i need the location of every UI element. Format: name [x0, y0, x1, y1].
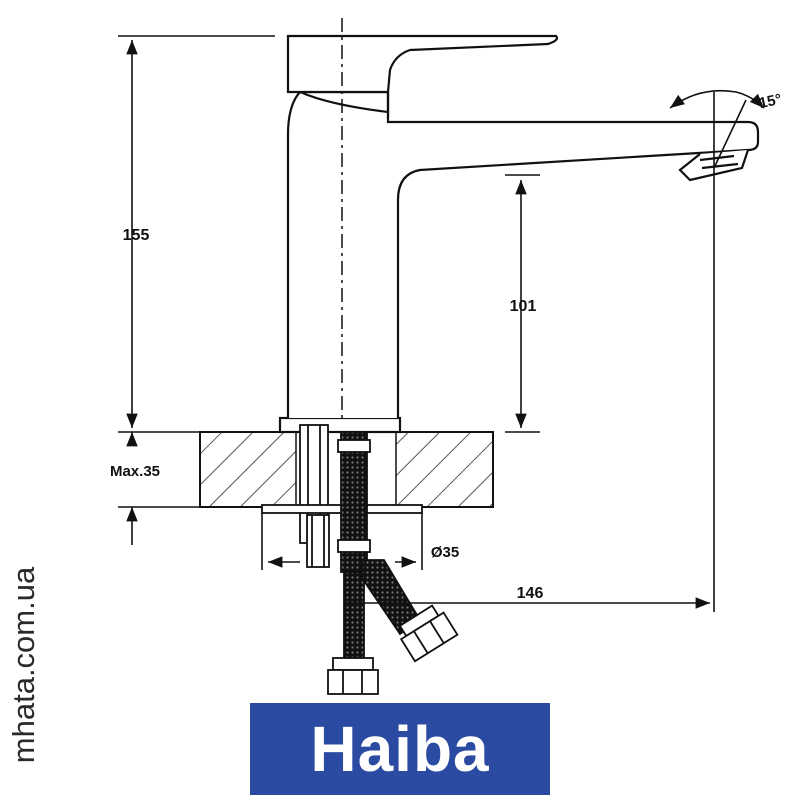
faucet-body: [278, 34, 760, 434]
brand-logo-text: Haiba: [310, 713, 490, 785]
dim-swivel-angle: 15°: [757, 91, 783, 112]
site-watermark: mhata.com.ua: [4, 540, 44, 790]
brand-logo: Haiba: [250, 703, 550, 795]
supply-hoses: [327, 431, 459, 695]
dim-max-counter-thickness: Max.35: [110, 463, 160, 480]
dim-mount-hole: Ø35: [431, 544, 459, 561]
dim-total-height: 155: [123, 227, 150, 244]
watermark-text: mhata.com.ua: [6, 566, 41, 764]
dimension-lines: [118, 35, 765, 612]
dim-spout-clearance: 101: [510, 298, 537, 315]
dim-spout-reach: 146: [517, 585, 544, 602]
